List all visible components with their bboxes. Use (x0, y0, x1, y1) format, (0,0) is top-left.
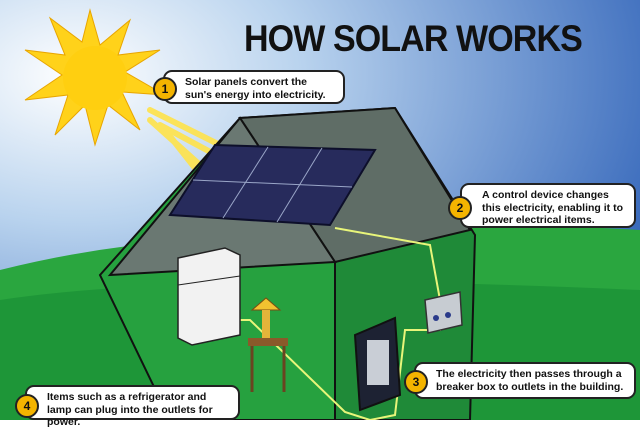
step-3-text: The electricity then passes through a br… (436, 368, 624, 393)
step-1-badge: 1 (153, 77, 177, 101)
callout-step-2: A control device changes this electricit… (460, 183, 636, 228)
step-4-text: Items such as a refrigerator and lamp ca… (47, 391, 213, 428)
solar-panels (168, 143, 377, 227)
step-2-badge: 2 (448, 196, 472, 220)
callout-step-4: Items such as a refrigerator and lamp ca… (25, 385, 240, 428)
step-2-text: A control device changes this electricit… (482, 189, 623, 226)
step-3-badge: 3 (404, 370, 428, 394)
page-title: HOW SOLAR WORKS (244, 18, 583, 59)
sun-icon (24, 8, 166, 147)
callout-step-1: Solar panels convert the sun's energy in… (163, 70, 345, 104)
breaker-box (353, 316, 402, 412)
callout-step-3: The electricity then passes through a br… (414, 362, 636, 399)
wires (200, 227, 441, 420)
refrigerator (177, 247, 241, 346)
lamp (248, 297, 288, 392)
control-device (424, 291, 463, 334)
step-1-text: Solar panels convert the sun's energy in… (185, 76, 326, 101)
step-4-badge: 4 (15, 394, 39, 418)
